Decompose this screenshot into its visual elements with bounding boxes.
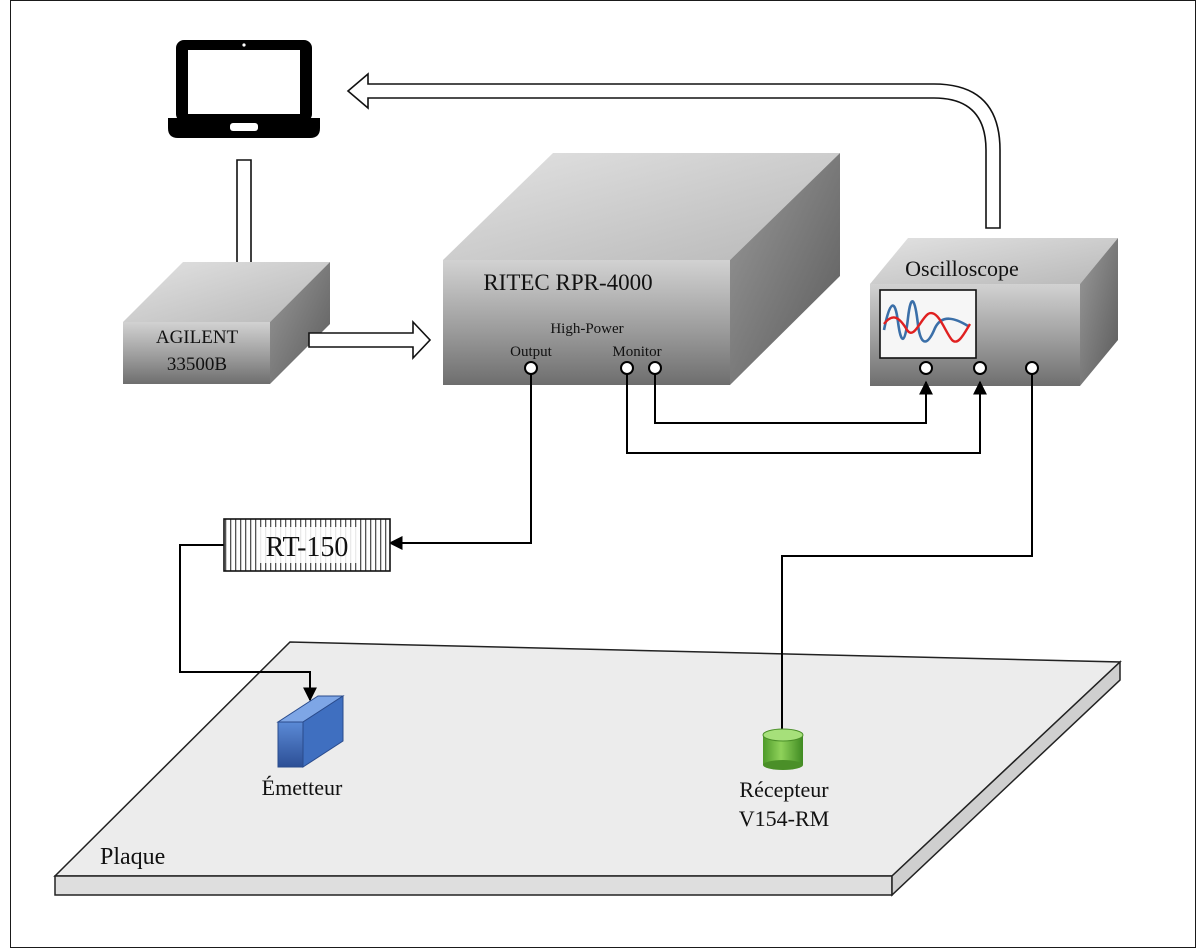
connector-output	[524, 361, 538, 375]
oscilloscope-screen	[879, 289, 977, 359]
arrow-generator-to-amplifier	[308, 319, 432, 361]
attenuator-label: RT-150	[266, 532, 349, 563]
connector-monitor	[648, 361, 662, 375]
cable-receiver-to-osc-ch3	[781, 374, 1033, 732]
attenuator-box: RT-150	[223, 518, 391, 572]
generator-box: AGILENT 33500B	[123, 262, 330, 384]
waveform-red	[883, 311, 972, 343]
amplifier-title: RITEC RPR-4000	[483, 270, 652, 295]
laptop-icon	[168, 40, 320, 138]
connector-osc-ch2	[973, 361, 987, 375]
plate-label: Plaque	[100, 844, 165, 870]
arrow-oscilloscope-to-laptop	[346, 72, 1001, 229]
receiver-label-1: Récepteur	[739, 777, 829, 802]
connectors	[524, 361, 1039, 375]
amplifier-highpower-label: High-Power	[550, 321, 623, 337]
connector-highpower	[620, 361, 634, 375]
plate: Plaque	[53, 641, 1122, 897]
connector-osc-ch1	[919, 361, 933, 375]
cable-monitor-to-osc-ch1	[654, 374, 933, 424]
plate-front-edge	[54, 875, 893, 896]
receiver-transducer: Récepteur V154-RM	[739, 728, 829, 831]
oscilloscope-title: Oscilloscope	[905, 256, 1019, 281]
emitter-transducer: Émetteur	[262, 695, 345, 800]
waveform-blue	[882, 300, 969, 343]
amplifier-output-label: Output	[510, 344, 553, 360]
plate-top	[53, 641, 1122, 877]
cables	[179, 374, 1033, 732]
amplifier-box: RITEC RPR-4000 High-Power Output Monitor	[443, 153, 840, 385]
oscilloscope-box: Oscilloscope	[870, 238, 1118, 386]
receiver-label-2: V154-RM	[739, 806, 829, 831]
cable-highpower-to-osc-ch2	[626, 374, 987, 454]
cable-attenuator-to-emitter	[179, 544, 317, 702]
connector-osc-ch3	[1025, 361, 1039, 375]
cable-output-to-attenuator	[388, 374, 532, 550]
emitter-label: Émetteur	[262, 775, 343, 800]
diagram-frame	[10, 0, 1196, 948]
generator-label-2: 33500B	[167, 354, 227, 375]
plate-side-edge	[891, 660, 1121, 897]
generator-label-1: AGILENT	[156, 327, 239, 348]
amplifier-monitor-label: Monitor	[612, 344, 661, 360]
